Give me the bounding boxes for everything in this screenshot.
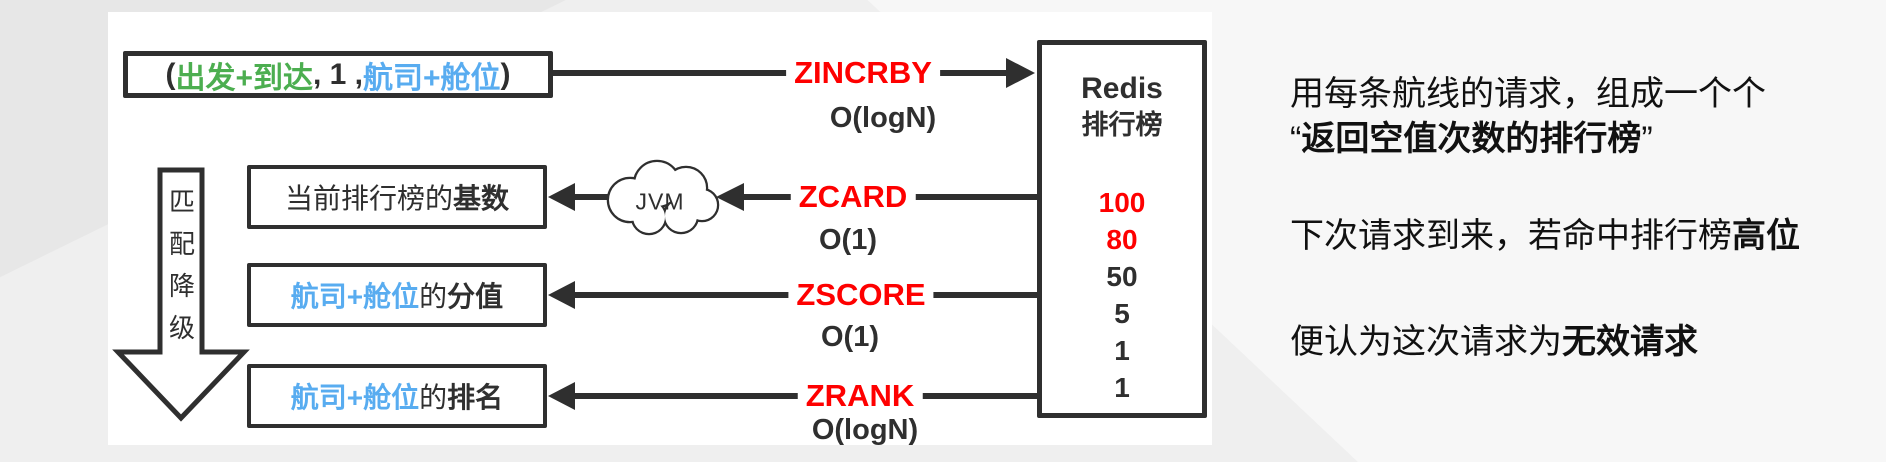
redis-score-list: 100 80 50 5 1 1 xyxy=(1042,184,1202,406)
tuple-airline-cabin: 航司+舱位 xyxy=(363,61,501,95)
zrank-label: ZRANK xyxy=(797,379,923,413)
zscore-arrowhead-left-icon xyxy=(548,281,575,309)
score-value: 100 xyxy=(1098,187,1146,218)
score-bold: 分值 xyxy=(447,281,504,312)
redis-leaderboard-box: Redis 排行榜 100 80 50 5 1 1 xyxy=(1037,40,1207,418)
tuple-paren-open: ( xyxy=(165,57,176,91)
redis-title: Redis 排行榜 xyxy=(1042,71,1202,143)
note1-quote-open: “ xyxy=(1290,120,1302,158)
zcard-label: ZCARD xyxy=(790,180,916,214)
zincrby-complexity: O(logN) xyxy=(829,102,937,134)
cardinality-box: 当前排行榜的基数 xyxy=(247,165,547,229)
zrank-arrowhead-left-icon xyxy=(548,382,575,410)
note1-line1: 用每条航线的请求，组成一个个 xyxy=(1290,75,1766,113)
tuple-origin-dest: 出发+到达 xyxy=(175,61,313,95)
downgrade-label: 匹配降级 xyxy=(165,188,196,356)
tuple-score-arg: , 1 , xyxy=(312,57,364,91)
note1-bold: 返回空值次数的排行榜 xyxy=(1301,120,1642,158)
zcard-arrowhead-left-icon xyxy=(716,183,744,211)
tuple-paren-close: ) xyxy=(500,57,511,91)
note-paragraph-1: 用每条航线的请求，组成一个个 “返回空值次数的排行榜” xyxy=(1290,72,1766,162)
redis-name: Redis xyxy=(1081,72,1163,105)
note1-quote-close: ” xyxy=(1641,120,1653,158)
jvm-arrowhead-left-icon xyxy=(548,183,575,211)
score-value: 1 xyxy=(1114,335,1130,366)
note2-bold: 高位 xyxy=(1732,217,1800,255)
jvm-cloud-icon xyxy=(606,159,720,236)
note2-text: 下次请求到来，若命中排行榜 xyxy=(1290,217,1732,255)
score-value: 1 xyxy=(1114,372,1130,403)
note-paragraph-3: 便认为这次请求为无效请求 xyxy=(1290,320,1698,365)
score-value: 50 xyxy=(1106,261,1138,292)
jvm-label: JVM xyxy=(635,188,685,215)
diagram-panel: (出发+到达 , 1 , 航司+舱位) ZINCRBY O(logN) ZCAR… xyxy=(108,12,1212,446)
note1-line2: “返回空值次数的排行榜” xyxy=(1290,117,1766,162)
zincrby-arrowhead-right-icon xyxy=(1006,58,1035,88)
note3-text: 便认为这次请求为 xyxy=(1290,323,1562,361)
zscore-label: ZSCORE xyxy=(788,278,934,312)
input-tuple-box: (出发+到达 , 1 , 航司+舱位) xyxy=(123,51,553,98)
downgrade-arrow-icon xyxy=(112,167,250,422)
score-box: 航司+舱位的分值 xyxy=(247,263,547,327)
score-value: 5 xyxy=(1114,298,1130,329)
redis-subtitle: 排行榜 xyxy=(1081,110,1163,140)
zscore-complexity: O(1) xyxy=(821,321,879,353)
rank-bold: 排名 xyxy=(447,382,504,413)
rank-airline-cabin: 航司+舱位 xyxy=(290,382,420,413)
zrank-complexity: O(logN) xyxy=(811,414,919,446)
score-mid: 的 xyxy=(419,281,448,312)
cardinality-bold: 基数 xyxy=(453,183,510,214)
cardinality-prefix: 当前排行榜的 xyxy=(284,183,453,214)
score-value: 80 xyxy=(1106,224,1138,255)
rank-mid: 的 xyxy=(419,382,448,413)
note-paragraph-2: 下次请求到来，若命中排行榜高位 xyxy=(1290,214,1800,259)
note3-bold: 无效请求 xyxy=(1562,323,1698,361)
zcard-complexity: O(1) xyxy=(819,224,877,256)
score-airline-cabin: 航司+舱位 xyxy=(290,281,420,312)
rank-box: 航司+舱位的排名 xyxy=(247,364,547,428)
zincrby-label: ZINCRBY xyxy=(786,56,940,90)
